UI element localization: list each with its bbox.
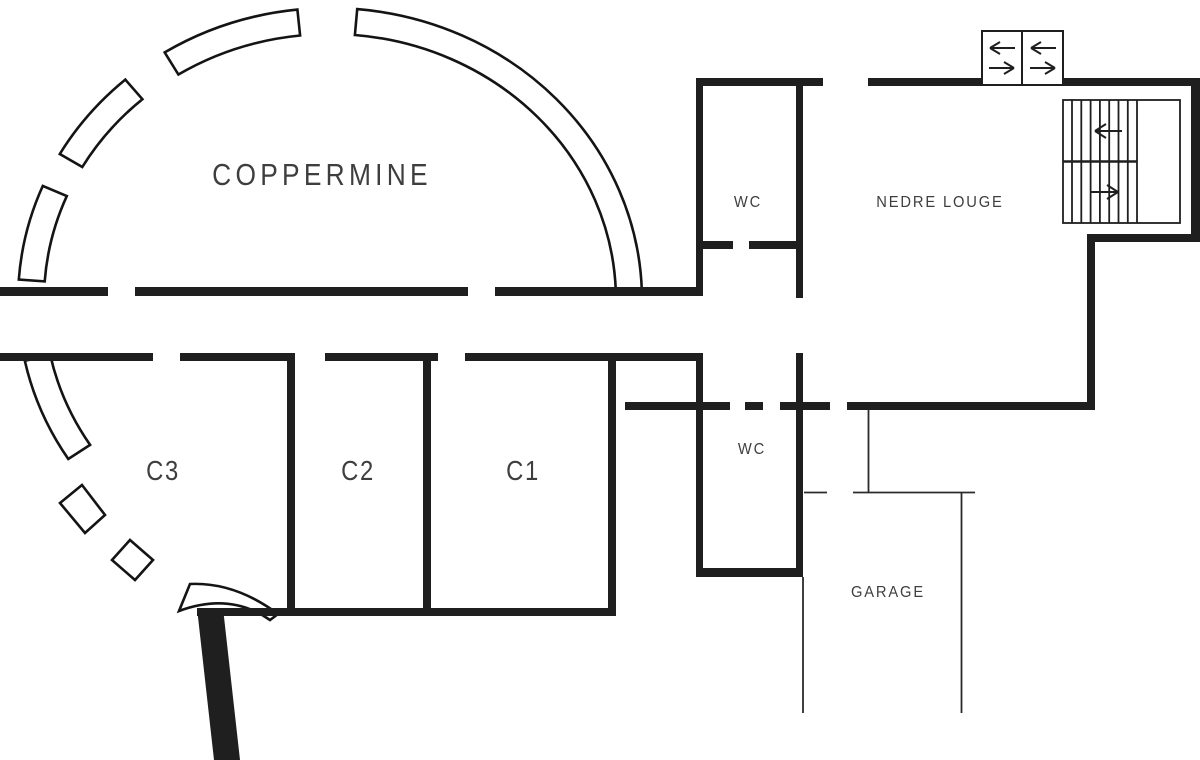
room-label-c2: C2 xyxy=(341,455,375,486)
wall-dashed-1 xyxy=(625,402,730,410)
door-arrows-right-panel xyxy=(1030,41,1056,75)
wall-nedre-louge-bottom xyxy=(847,402,1095,410)
wall-right-exterior xyxy=(1191,78,1200,242)
wall-c3-right xyxy=(287,353,295,616)
wall-c-block-bottom xyxy=(197,608,616,616)
wall-stair-notch-v xyxy=(1087,234,1095,410)
stairs-down-arrow-icon xyxy=(1091,184,1119,200)
door-arrows-left-panel xyxy=(989,41,1015,75)
wall-lower-corridor-3 xyxy=(325,353,438,361)
round-room-curved-walls xyxy=(17,7,644,622)
room-label-c3: C3 xyxy=(146,455,180,486)
wall-wc-upper-left xyxy=(696,78,703,295)
wall-diagonal xyxy=(197,608,240,760)
wall-upper-corridor-3 xyxy=(495,287,703,296)
wall-lower-corridor-4 xyxy=(465,353,703,361)
curved-wall-segment-left xyxy=(17,184,69,283)
door-panel-right xyxy=(1021,30,1064,86)
room-label-c1: C1 xyxy=(506,455,540,486)
curved-wall-segment-bottom xyxy=(176,582,281,622)
wall-lower-corridor-2 xyxy=(180,353,295,361)
wall-wc-upper-bottom-right xyxy=(749,241,803,249)
room-label-garage: GARAGE xyxy=(850,584,926,601)
wall-upper-corridor-1 xyxy=(0,287,108,296)
room-label-wc-lower: WC xyxy=(737,441,767,458)
curved-wall-segment-lower-left xyxy=(23,353,92,461)
wall-top-3 xyxy=(1063,78,1200,86)
wall-c1-right xyxy=(608,353,616,616)
wall-c2-right xyxy=(423,357,431,612)
diamond-pillar-1 xyxy=(58,483,107,535)
diamond-pillars xyxy=(58,483,155,582)
wall-wc-upper-right xyxy=(796,78,803,298)
wall-lower-corridor-1 xyxy=(0,353,153,361)
door-panel-left xyxy=(981,30,1023,86)
wall-stair-notch-h xyxy=(1087,234,1200,242)
wall-wc-lower-bottom xyxy=(696,568,803,577)
wall-top-1 xyxy=(696,78,823,86)
curved-wall-segment-long xyxy=(353,7,644,293)
room-label-wc-upper: WC xyxy=(733,194,763,211)
diamond-pillar-2 xyxy=(110,538,155,582)
stairs-icon xyxy=(1062,99,1181,224)
curved-wall-segment-upper-left xyxy=(57,77,145,169)
wall-top-2 xyxy=(868,78,982,86)
room-label-nedre-louge: NEDRE LOUGE xyxy=(876,194,1004,211)
room-label-coppermine: COPPERMINE xyxy=(212,157,432,192)
stairs-up-arrow-icon xyxy=(1094,123,1122,139)
curved-wall-segment-top xyxy=(162,8,302,77)
walls xyxy=(0,78,1200,760)
wall-wc-upper-bottom-left xyxy=(696,241,733,249)
garage-outline xyxy=(802,410,975,713)
wall-wc-lower-left xyxy=(696,353,703,577)
wall-wc-lower-right xyxy=(796,353,803,577)
wall-upper-corridor-2 xyxy=(135,287,468,296)
double-sliding-door-arrows-icon xyxy=(981,30,1064,86)
wall-dashed-door-dash xyxy=(745,402,763,410)
wall-dashed-2 xyxy=(780,402,830,410)
